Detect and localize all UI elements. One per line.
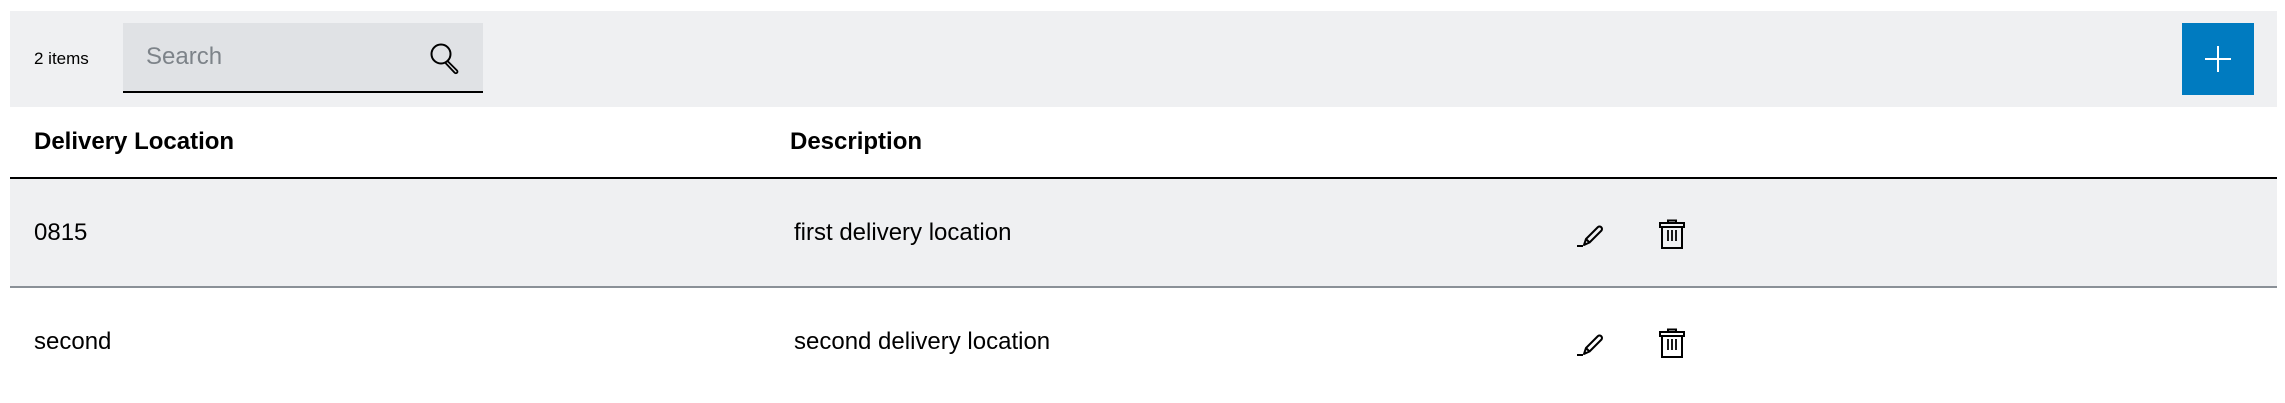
table-header: Delivery Location Description <box>10 107 2277 179</box>
item-count: 2 items <box>34 49 89 68</box>
cell-delivery-location: second <box>34 328 112 355</box>
edit-icon <box>1577 225 1603 247</box>
delete-icon <box>1659 328 1685 358</box>
delivery-locations-table: Delivery Location Description 0815 first… <box>10 107 2277 397</box>
table-row[interactable]: 0815 first delivery location <box>10 179 2277 288</box>
delete-button[interactable] <box>1652 324 1692 364</box>
cell-delivery-location: 0815 <box>34 219 88 246</box>
column-header-description[interactable]: Description <box>790 128 923 155</box>
delete-icon <box>1659 219 1685 249</box>
cell-description: second delivery location <box>794 328 1051 355</box>
table-toolbar: 2 items <box>10 11 2277 107</box>
search-input[interactable] <box>123 23 446 91</box>
add-button[interactable] <box>2182 23 2254 95</box>
column-header-delivery-location[interactable]: Delivery Location <box>34 128 235 155</box>
table-row[interactable]: second second delivery location <box>10 288 2277 397</box>
edit-icon <box>1577 334 1603 356</box>
edit-button[interactable] <box>1568 324 1608 364</box>
plus-icon <box>2205 46 2231 72</box>
edit-button[interactable] <box>1568 215 1608 255</box>
delete-button[interactable] <box>1652 215 1692 255</box>
search-icon[interactable] <box>428 41 464 77</box>
cell-description: first delivery location <box>794 219 1012 246</box>
search-field[interactable] <box>123 23 483 93</box>
